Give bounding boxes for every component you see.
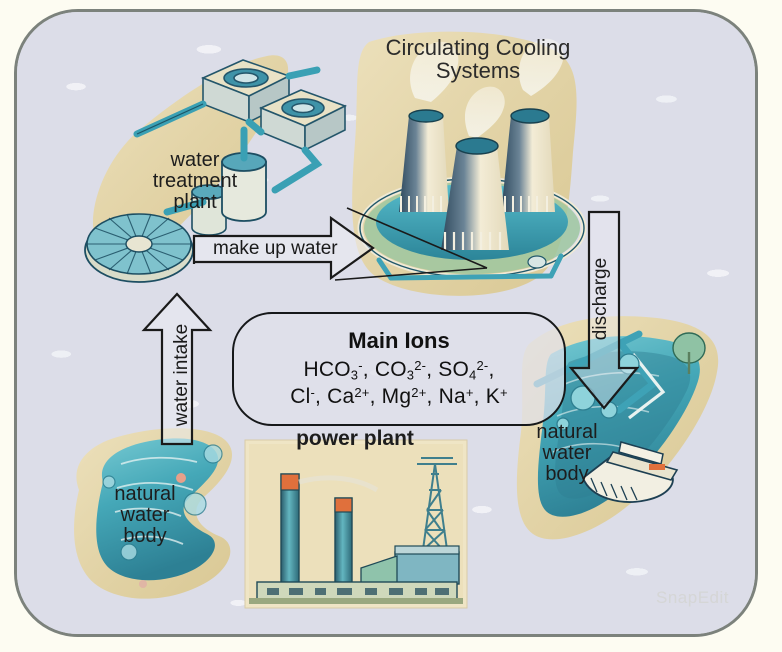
- main-ions-anions-row: HCO3-, CO32-, SO42-,: [303, 357, 495, 383]
- discharge-arrow: [568, 210, 640, 410]
- make-up-water-label: make up water: [213, 238, 338, 259]
- water-treatment-plant-label: water treatment plant: [152, 149, 238, 213]
- natural-water-body-left-label: natural water body: [114, 483, 176, 547]
- power-plant-illustration: [244, 439, 468, 609]
- water-intake-arrow: [141, 292, 213, 446]
- discharge-label: discharge: [590, 257, 611, 341]
- natural-water-body-right-label: natural water body: [536, 421, 598, 485]
- make-up-water-arrow: [192, 215, 375, 281]
- main-ions-title: Main Ions: [348, 327, 450, 353]
- connector-lines: [334, 207, 488, 281]
- water-treatment-plant-illustration: [84, 55, 348, 283]
- diagram-frame: Circulating Cooling Systems water treatm…: [14, 9, 758, 637]
- main-ions-callout: Main Ions HCO3-, CO32-, SO42-, Cl-, Ca2+…: [232, 312, 566, 426]
- water-intake-label: water intake: [171, 323, 192, 427]
- watermark: SnapEdit: [656, 588, 729, 607]
- cooling-systems-label: Circulating Cooling Systems: [385, 35, 571, 84]
- main-ions-cations-row: Cl-, Ca2+, Mg2+, Na+, K+: [290, 384, 508, 408]
- natural-water-body-left-illustration: [74, 428, 232, 599]
- power-plant-label: power plant: [296, 427, 414, 450]
